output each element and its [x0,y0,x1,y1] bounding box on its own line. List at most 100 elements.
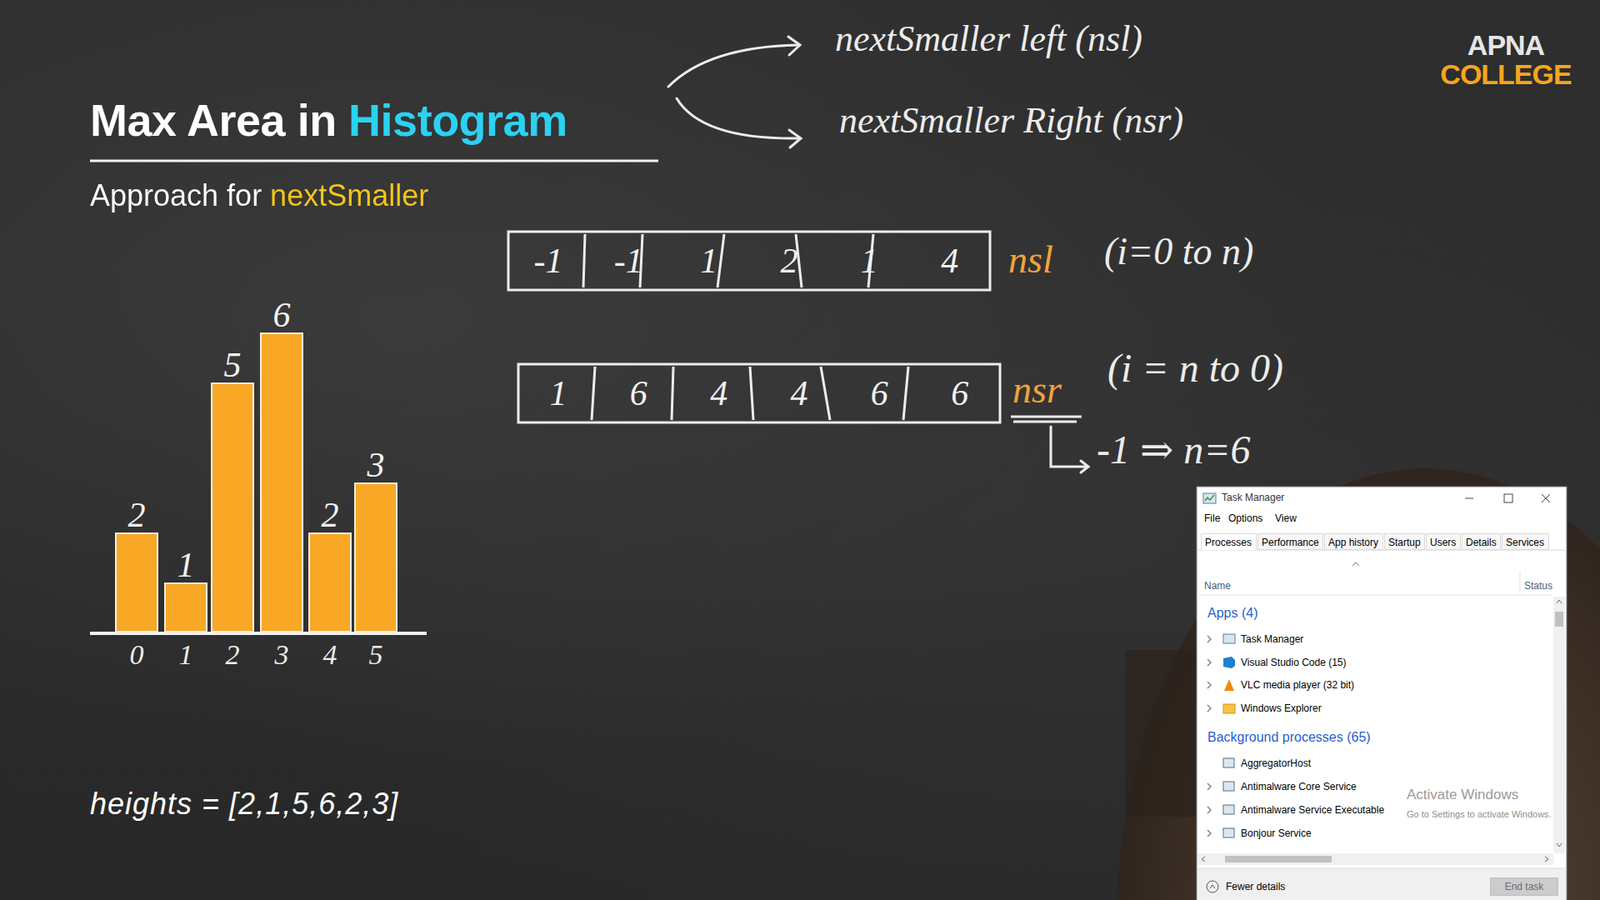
window-tab: Startup [1384,533,1425,550]
bar-height: 2 [128,495,146,535]
task-manager-window [1207,659,1211,666]
bar-index: 2 [225,638,240,673]
histogram-bar: 2 [308,532,352,633]
array-value: 4 [710,375,728,411]
task-manager-window [1196,595,1552,596]
array-outline [508,231,990,290]
task-manager-window [1541,494,1550,503]
task-manager-window [1207,783,1211,790]
window-tab: App history [1324,533,1384,550]
loop-note: (i = n to 0) [1107,344,1284,393]
array-value: -1 [614,243,644,279]
chalk-arrow [668,36,801,148]
footer-link: Fewer details [1225,880,1285,893]
histogram-bar: 3 [354,482,398,633]
task-manager-window [1196,486,1567,900]
process-name: Antimalware Service Executable [1240,804,1385,816]
column-header: Name [1204,580,1231,592]
process-name: Visual Studio Code (15) [1240,656,1347,669]
window-tab: Processes [1200,533,1257,550]
array-outline [717,234,725,288]
array-cell: 2 [749,231,830,290]
task-manager-window [1197,868,1566,900]
double-underline [1010,415,1082,419]
array-outline [671,366,674,420]
histogram-bar: 1 [164,582,208,633]
heights-array: heights = [2,1,5,6,2,3] [90,785,399,822]
window-tab: Users [1425,533,1461,550]
task-manager-window [1224,679,1235,691]
chalk-arrow [789,130,801,148]
array-value: 2 [780,243,798,279]
task-manager-window [1223,758,1235,838]
bar-index: 1 [179,638,194,673]
hook-arrow [1050,426,1089,467]
task-manager-window [1545,856,1549,862]
task-manager-window [1465,498,1474,500]
menu-item: View [1275,512,1297,525]
button-label: End task [1505,880,1545,893]
tab-label: Users [1430,536,1456,549]
window-tab: Details [1461,533,1501,550]
array-outline [583,234,585,288]
task-manager-window [1207,806,1211,814]
bar-height: 3 [367,445,385,485]
webcam-overlay [1116,468,1600,900]
process-name: Task Manager [1240,633,1304,645]
logo-text: COLLEGE [1440,57,1571,92]
tab-label: Performance [1261,536,1320,549]
watermark: Go to Settings to activate Windows. [1406,809,1552,820]
tab-label: Processes [1205,536,1252,549]
array-value: 4 [940,243,959,279]
array-value: 1 [550,375,568,411]
task-manager-window [1556,843,1562,847]
task-manager-window [1207,681,1211,689]
bar-index: 4 [323,638,338,673]
array-cell: -1 [508,231,589,290]
array-cell: 1 [669,231,750,290]
hook-arrow [1080,460,1089,473]
chalk-arrow [676,98,800,139]
bar-index: 3 [275,638,290,673]
window-tab: Services [1501,533,1550,550]
task-manager-window [1541,494,1550,503]
chalk-note: -1 ⇒ n=6 [1096,425,1251,475]
array-value: 1 [860,243,879,279]
task-manager-window [1197,853,1554,865]
task-manager-window [1223,634,1235,644]
group-header: Apps (4) [1207,605,1258,621]
array-outline [508,231,990,290]
menu-item: Options [1228,512,1263,525]
process-name: AggregatorHost [1240,757,1311,770]
task-manager-window [1206,880,1219,893]
webcam-overlay [1125,650,1200,817]
chalk-arrow [788,36,800,55]
array-cell: -1 [588,231,669,290]
task-manager-window [1223,656,1235,669]
task-manager-window [1553,596,1565,854]
histogram-bar: 5 [210,382,255,633]
logo-text: APNA [1467,28,1545,63]
tab-label: Services [1505,536,1545,549]
task-manager-window [1223,828,1235,838]
array-outline [750,366,754,420]
task-manager-window [1223,781,1235,791]
tab-label: App history [1328,536,1379,549]
array-cell: 4 [759,364,840,423]
process-name: Bonjour Service [1240,827,1312,840]
chalk-note: nextSmaller left (nsl) [835,17,1143,62]
task-manager-window [1223,704,1235,714]
array-value: 6 [630,375,648,411]
task-manager-window [1196,486,1567,900]
bar-height: 5 [224,345,242,385]
tab-label: Startup [1388,536,1421,549]
array-name: nsl [1008,236,1054,283]
bar-index: 0 [130,638,145,673]
array-value: 1 [700,243,718,279]
task-manager-window [1520,571,1521,595]
task-manager-window [1556,600,1562,604]
array-cell: 1 [829,231,910,290]
task-manager-window [1504,494,1513,503]
task-manager-window [1223,805,1235,815]
